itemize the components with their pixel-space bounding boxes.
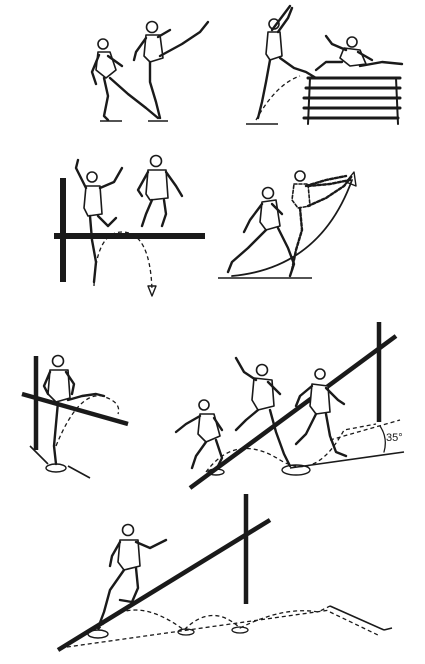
panel-swing-arc [218,170,357,279]
panel-kick-pair [90,20,210,122]
crossbar-angled [21,391,129,427]
angle-ray [329,419,401,441]
trajectory-dotted [93,231,153,291]
figure-hurdle-flight [314,34,404,72]
swing-arc-line [231,179,353,277]
landing-spot [45,463,67,473]
trajectory-dotted [97,605,331,631]
arrow-head-icon [345,171,357,187]
figure-arms-up [74,158,124,284]
figure-lunge [226,186,296,278]
step-spot [231,626,249,634]
angle-arc [379,425,386,453]
panel-approach-angle: 35° [174,322,405,490]
reference-line [289,451,405,469]
figure-standing-bar [136,154,184,228]
figure-stride [234,356,292,468]
hurdle-stack [302,76,402,125]
arrow-head-icon [147,285,157,297]
takeoff-spot [281,464,311,476]
figure-leaping [96,523,168,630]
figure-run [294,368,348,458]
figure-leaning-left [90,38,160,122]
figure-high-kick [132,20,210,120]
crossbar-diagonal [56,518,272,652]
takeoff-spot [87,629,109,639]
figure-extended-ghost [290,170,354,272]
trajectory-dotted [205,423,377,473]
panel-angled-bar-left [21,354,129,479]
panel-hurdle-stack [246,4,404,125]
panel-bar-frame [54,154,205,297]
crossbar-diagonal [188,334,398,490]
step-spot [207,468,225,476]
figure-leg-over [42,354,106,466]
ground-mark [29,445,91,479]
trajectory-dotted [255,75,301,121]
reference-line [329,605,393,631]
approach-line [59,609,331,649]
panel-bounding-approach [56,494,393,652]
figure-takeoff [256,4,318,120]
angle-label: 35° [386,432,403,444]
figure-crouch [174,399,224,472]
reference-line-dashed [329,611,381,637]
trajectory-dotted [55,395,120,447]
